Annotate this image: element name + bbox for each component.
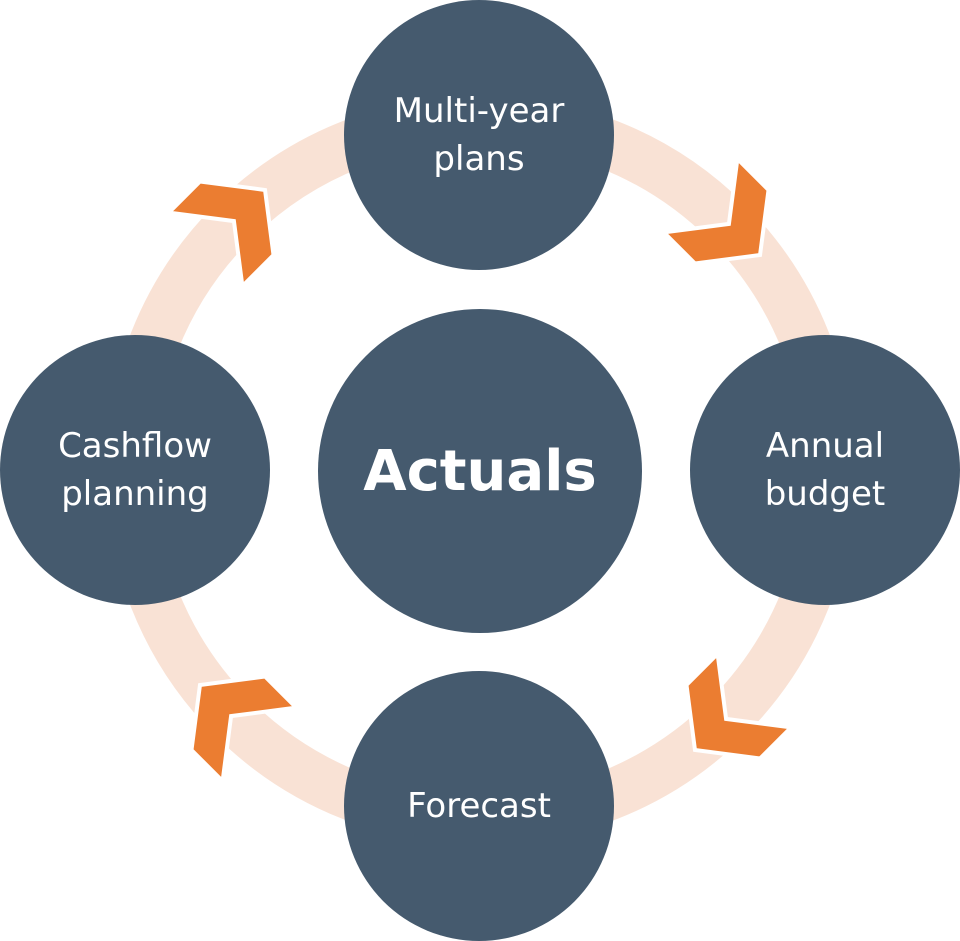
node-label-cashflow-planning: Cashflow planning — [58, 425, 212, 514]
arrow-top-right — [659, 154, 771, 266]
arrow-top-left — [164, 179, 276, 291]
arrow-bottom-left — [189, 674, 301, 786]
node-label-forecast: Forecast — [407, 785, 551, 826]
node-actuals: Actuals — [318, 309, 642, 633]
node-annual-budget: Annual budget — [690, 335, 960, 605]
node-cashflow-planning: Cashflow planning — [0, 335, 270, 605]
node-multi-year-plans: Multi-year plans — [344, 0, 614, 270]
arrow-bottom-right — [684, 649, 796, 761]
center-label: Actuals — [363, 438, 597, 504]
node-forecast: Forecast — [344, 671, 614, 941]
node-label-annual-budget: Annual budget — [764, 425, 886, 514]
node-label-multi-year-plans: Multi-year plans — [393, 90, 565, 179]
